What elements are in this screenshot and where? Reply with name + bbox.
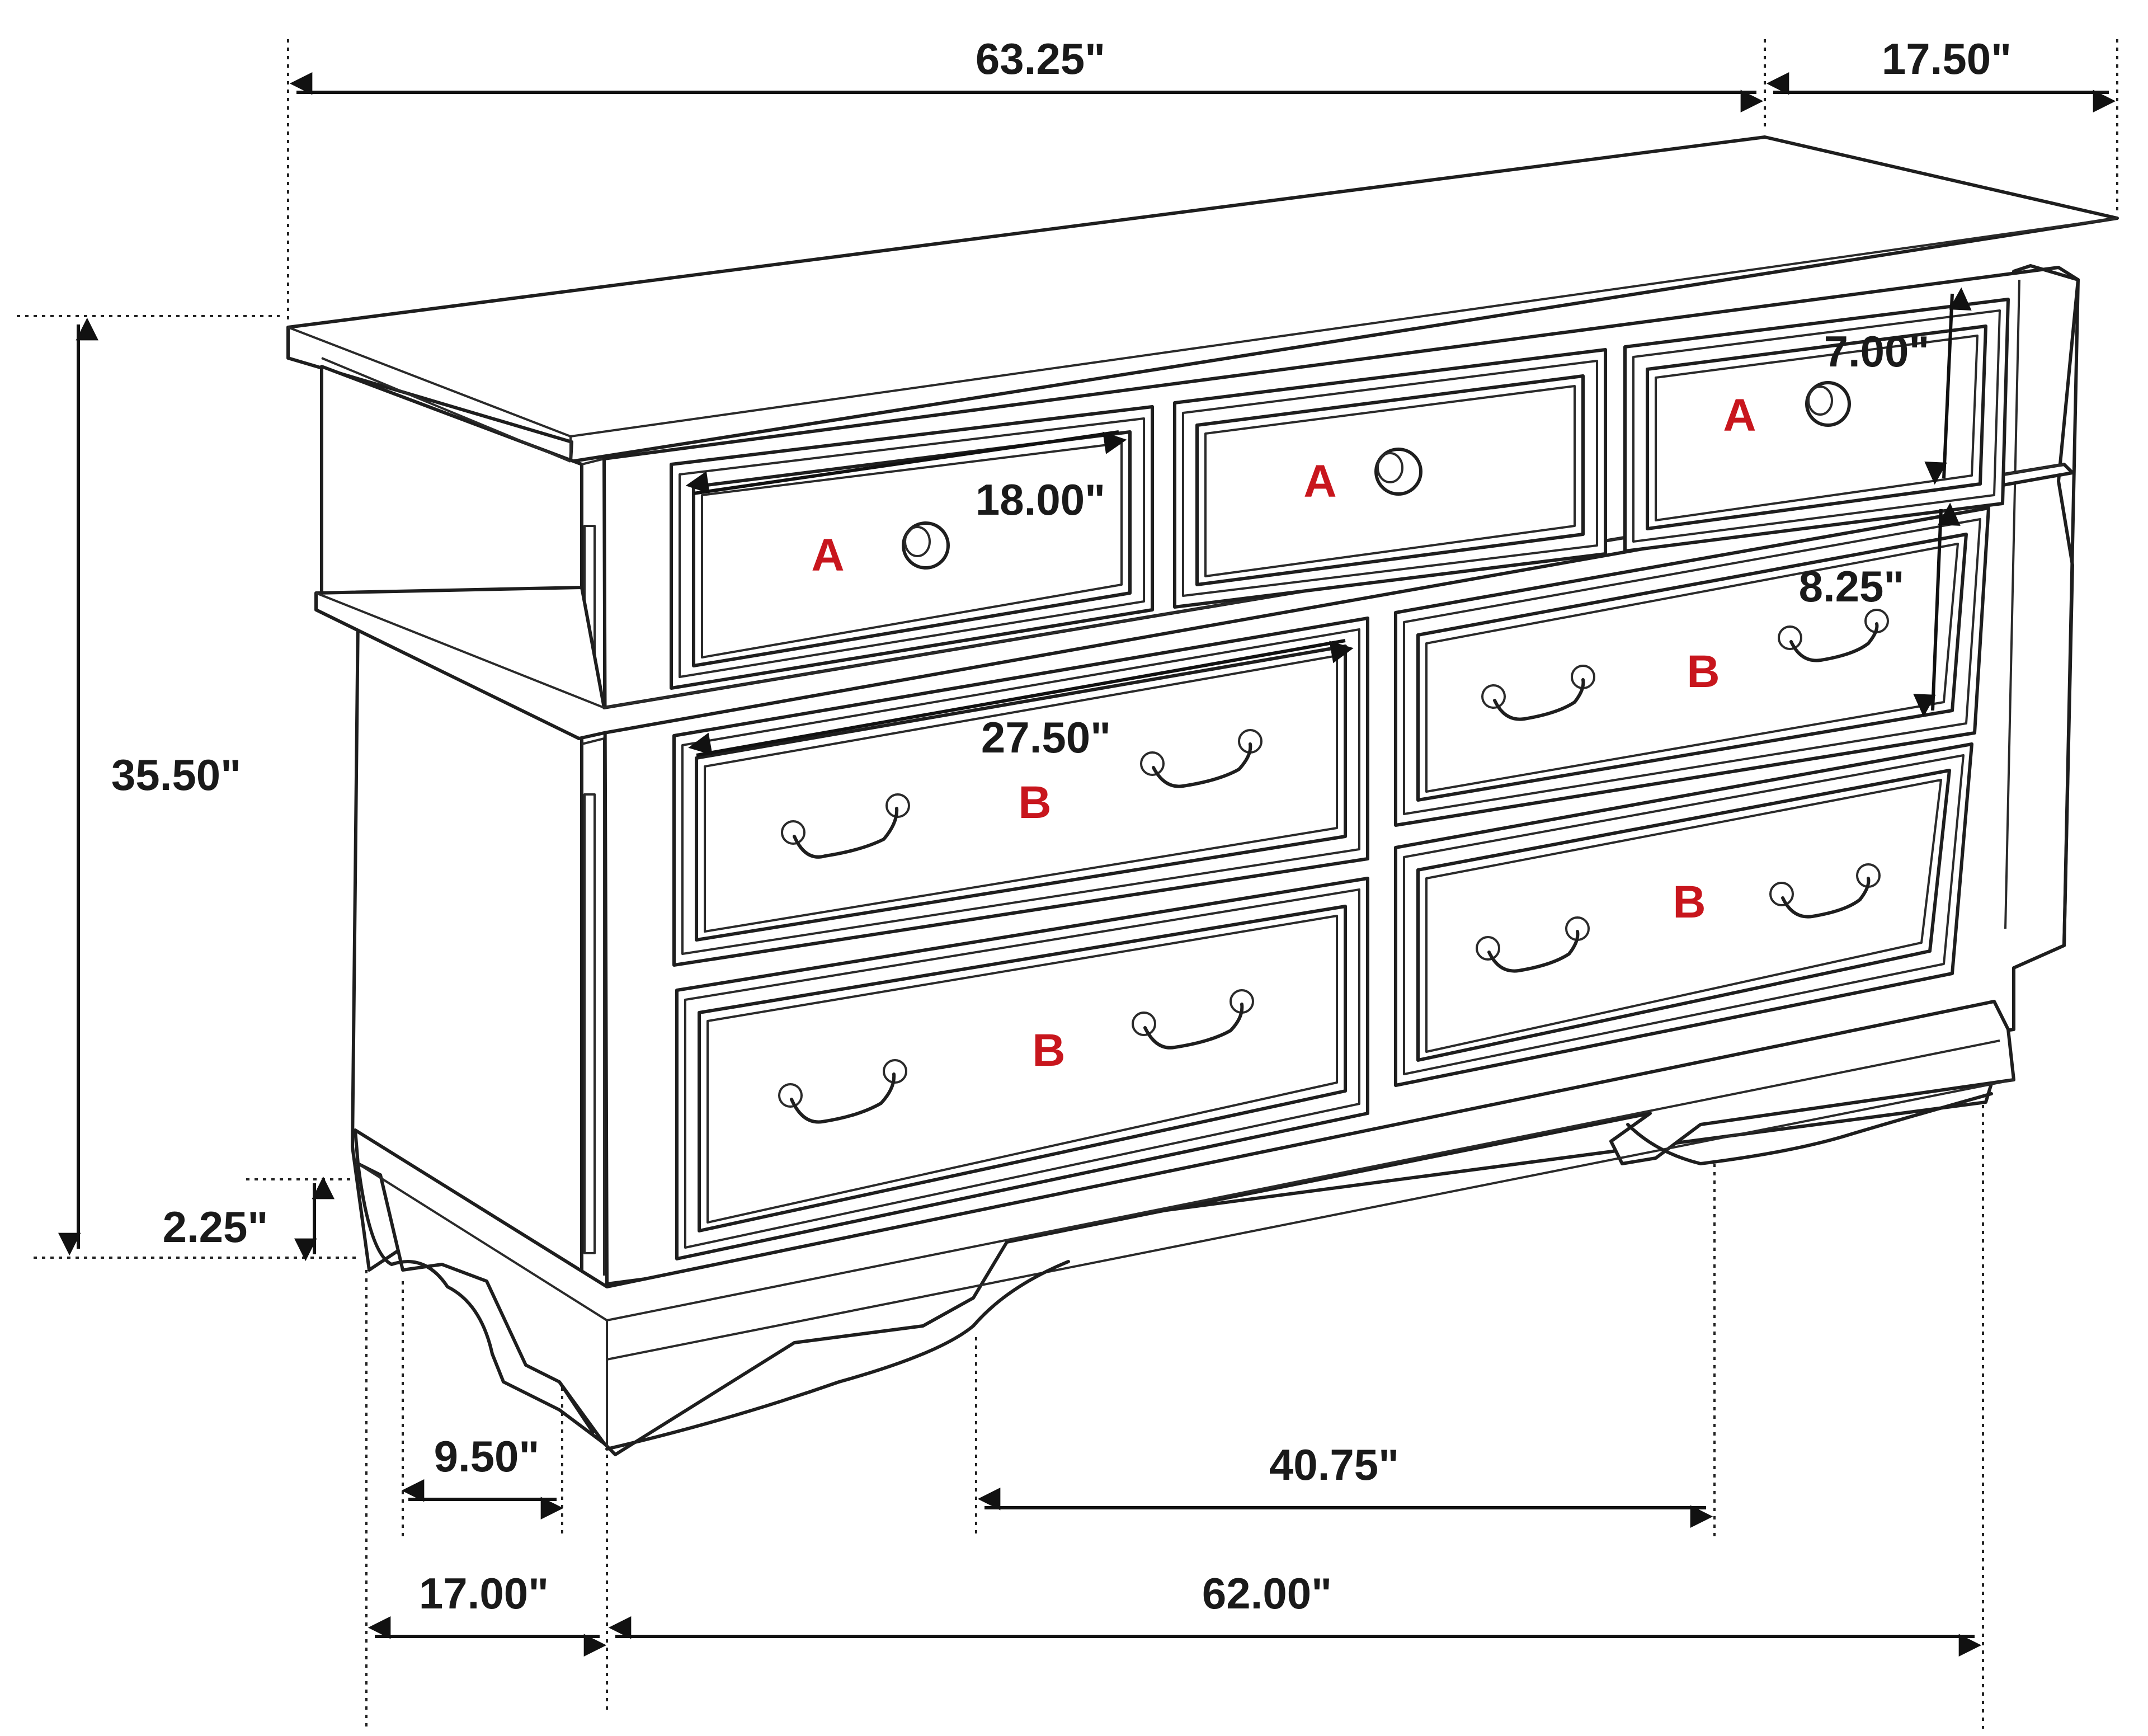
dimension-line-large-drawer-width <box>688 639 1354 757</box>
drawer-label-a: A <box>1723 390 1756 441</box>
dresser-base <box>354 1000 2015 1456</box>
dimension-line-small-drawer-width <box>685 430 1127 495</box>
dimension-label-side-depth: 17.00" <box>419 1569 549 1618</box>
bail-pull-icon <box>1769 863 1881 919</box>
dimension-label-large-drawer-width: 27.50" <box>981 713 1111 762</box>
dimension-label-leg-span: 40.75" <box>1269 1440 1399 1489</box>
dimension-label-small-drawer-width: 18.00" <box>976 475 1105 524</box>
dimension-line-small-drawer-height <box>1924 287 1972 485</box>
knob-icon <box>1805 381 1851 427</box>
drawer-label-b: B <box>1673 877 1706 928</box>
dimension-label-large-drawer-height: 8.25" <box>1799 562 1905 611</box>
bail-pull-icon <box>781 793 910 859</box>
drawer-a-right <box>1623 298 2010 553</box>
dimension-label-overall-height: 35.50" <box>111 750 241 799</box>
waist-moulding <box>314 463 2074 740</box>
dimension-label-top-width: 63.25" <box>976 34 1105 83</box>
dimension-line-large-drawer-height <box>1913 502 1961 717</box>
drawer-label-b: B <box>1687 646 1720 697</box>
bail-pull-icon <box>1481 665 1595 721</box>
drawer-label-b: B <box>1018 777 1051 828</box>
dimension-label-base-clearance: 2.25" <box>163 1202 268 1252</box>
drawer-label-a: A <box>1303 456 1336 507</box>
drawer-b-low-right <box>1394 742 1973 1087</box>
knob-icon <box>1374 448 1422 496</box>
drawer-b-low-left <box>675 877 1369 1260</box>
dimension-label-base-width: 62.00" <box>1202 1569 1332 1618</box>
bail-pull-icon <box>1132 989 1254 1050</box>
bail-pull-icon <box>1476 916 1590 973</box>
bail-pull-icon <box>778 1059 907 1124</box>
dimension-annotations: 63.25" 17.50" 35.50" 18.00" 7.00" 27.50"… <box>17 34 2118 1729</box>
drawer-label-b: B <box>1032 1025 1065 1076</box>
dresser-drawing: A A A B B B B <box>286 135 2119 1456</box>
bail-pull-icon <box>1778 609 1889 662</box>
dimension-label-side-leg-width: 9.50" <box>434 1432 540 1481</box>
drawer-label-a: A <box>811 530 844 581</box>
knob-icon <box>902 521 950 570</box>
dimension-label-small-drawer-height: 7.00" <box>1824 327 1930 376</box>
dimension-label-top-depth: 17.50" <box>1882 34 2012 83</box>
